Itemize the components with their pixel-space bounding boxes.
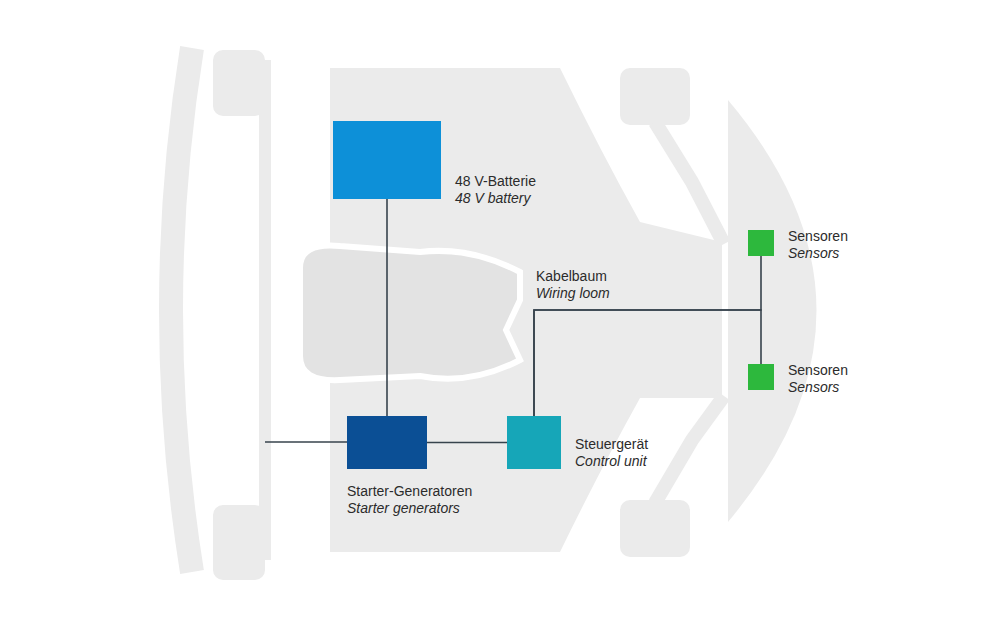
rear-wheel — [213, 50, 265, 116]
english-label: Control unit — [575, 453, 648, 470]
rear-wheel — [213, 505, 265, 580]
rear-bumper — [171, 48, 192, 572]
wire — [534, 310, 761, 416]
seat — [300, 245, 520, 380]
german-label: 48 V-Batterie — [455, 173, 536, 190]
wire — [386, 199, 388, 416]
english-label: Sensors — [788, 245, 848, 262]
front-wheel — [620, 68, 690, 125]
german-label: Steuergerät — [575, 436, 648, 453]
rear-axle — [259, 60, 271, 560]
node-label: SteuergerätControl unit — [575, 436, 648, 470]
steering-arm — [655, 122, 724, 244]
german-label: Sensoren — [788, 228, 848, 245]
steering-arm — [655, 396, 724, 503]
vehicle-outline — [171, 48, 817, 580]
german-label: Sensoren — [788, 362, 848, 379]
node-label: 48 V-Batterie48 V battery — [455, 173, 536, 207]
control-unit-box: SteuergerätControl unit — [507, 416, 561, 469]
sensor-box: SensorenSensors — [748, 230, 774, 256]
english-label: 48 V battery — [455, 190, 536, 207]
english-label: Sensors — [788, 379, 848, 396]
starter-generator-box: Starter-GeneratorenStarter generators — [347, 416, 427, 469]
english-label: Starter generators — [347, 500, 472, 517]
wire — [427, 442, 507, 444]
front-nose — [728, 100, 817, 522]
wire — [534, 256, 761, 416]
node-label: Starter-GeneratorenStarter generators — [347, 483, 472, 517]
german-label: Starter-Generatoren — [347, 483, 472, 500]
front-wheel — [620, 500, 690, 557]
wiring-loom-label: Wiring loom — [536, 285, 610, 302]
sensor-box: SensorenSensors — [748, 364, 774, 390]
wiring-loom-label: Kabelbaum — [536, 268, 607, 285]
node-label: SensorenSensors — [788, 228, 848, 262]
node-label: SensorenSensors — [788, 362, 848, 396]
drive-shaft-line — [265, 441, 347, 443]
battery-box: 48 V-Batterie48 V battery — [333, 121, 441, 199]
